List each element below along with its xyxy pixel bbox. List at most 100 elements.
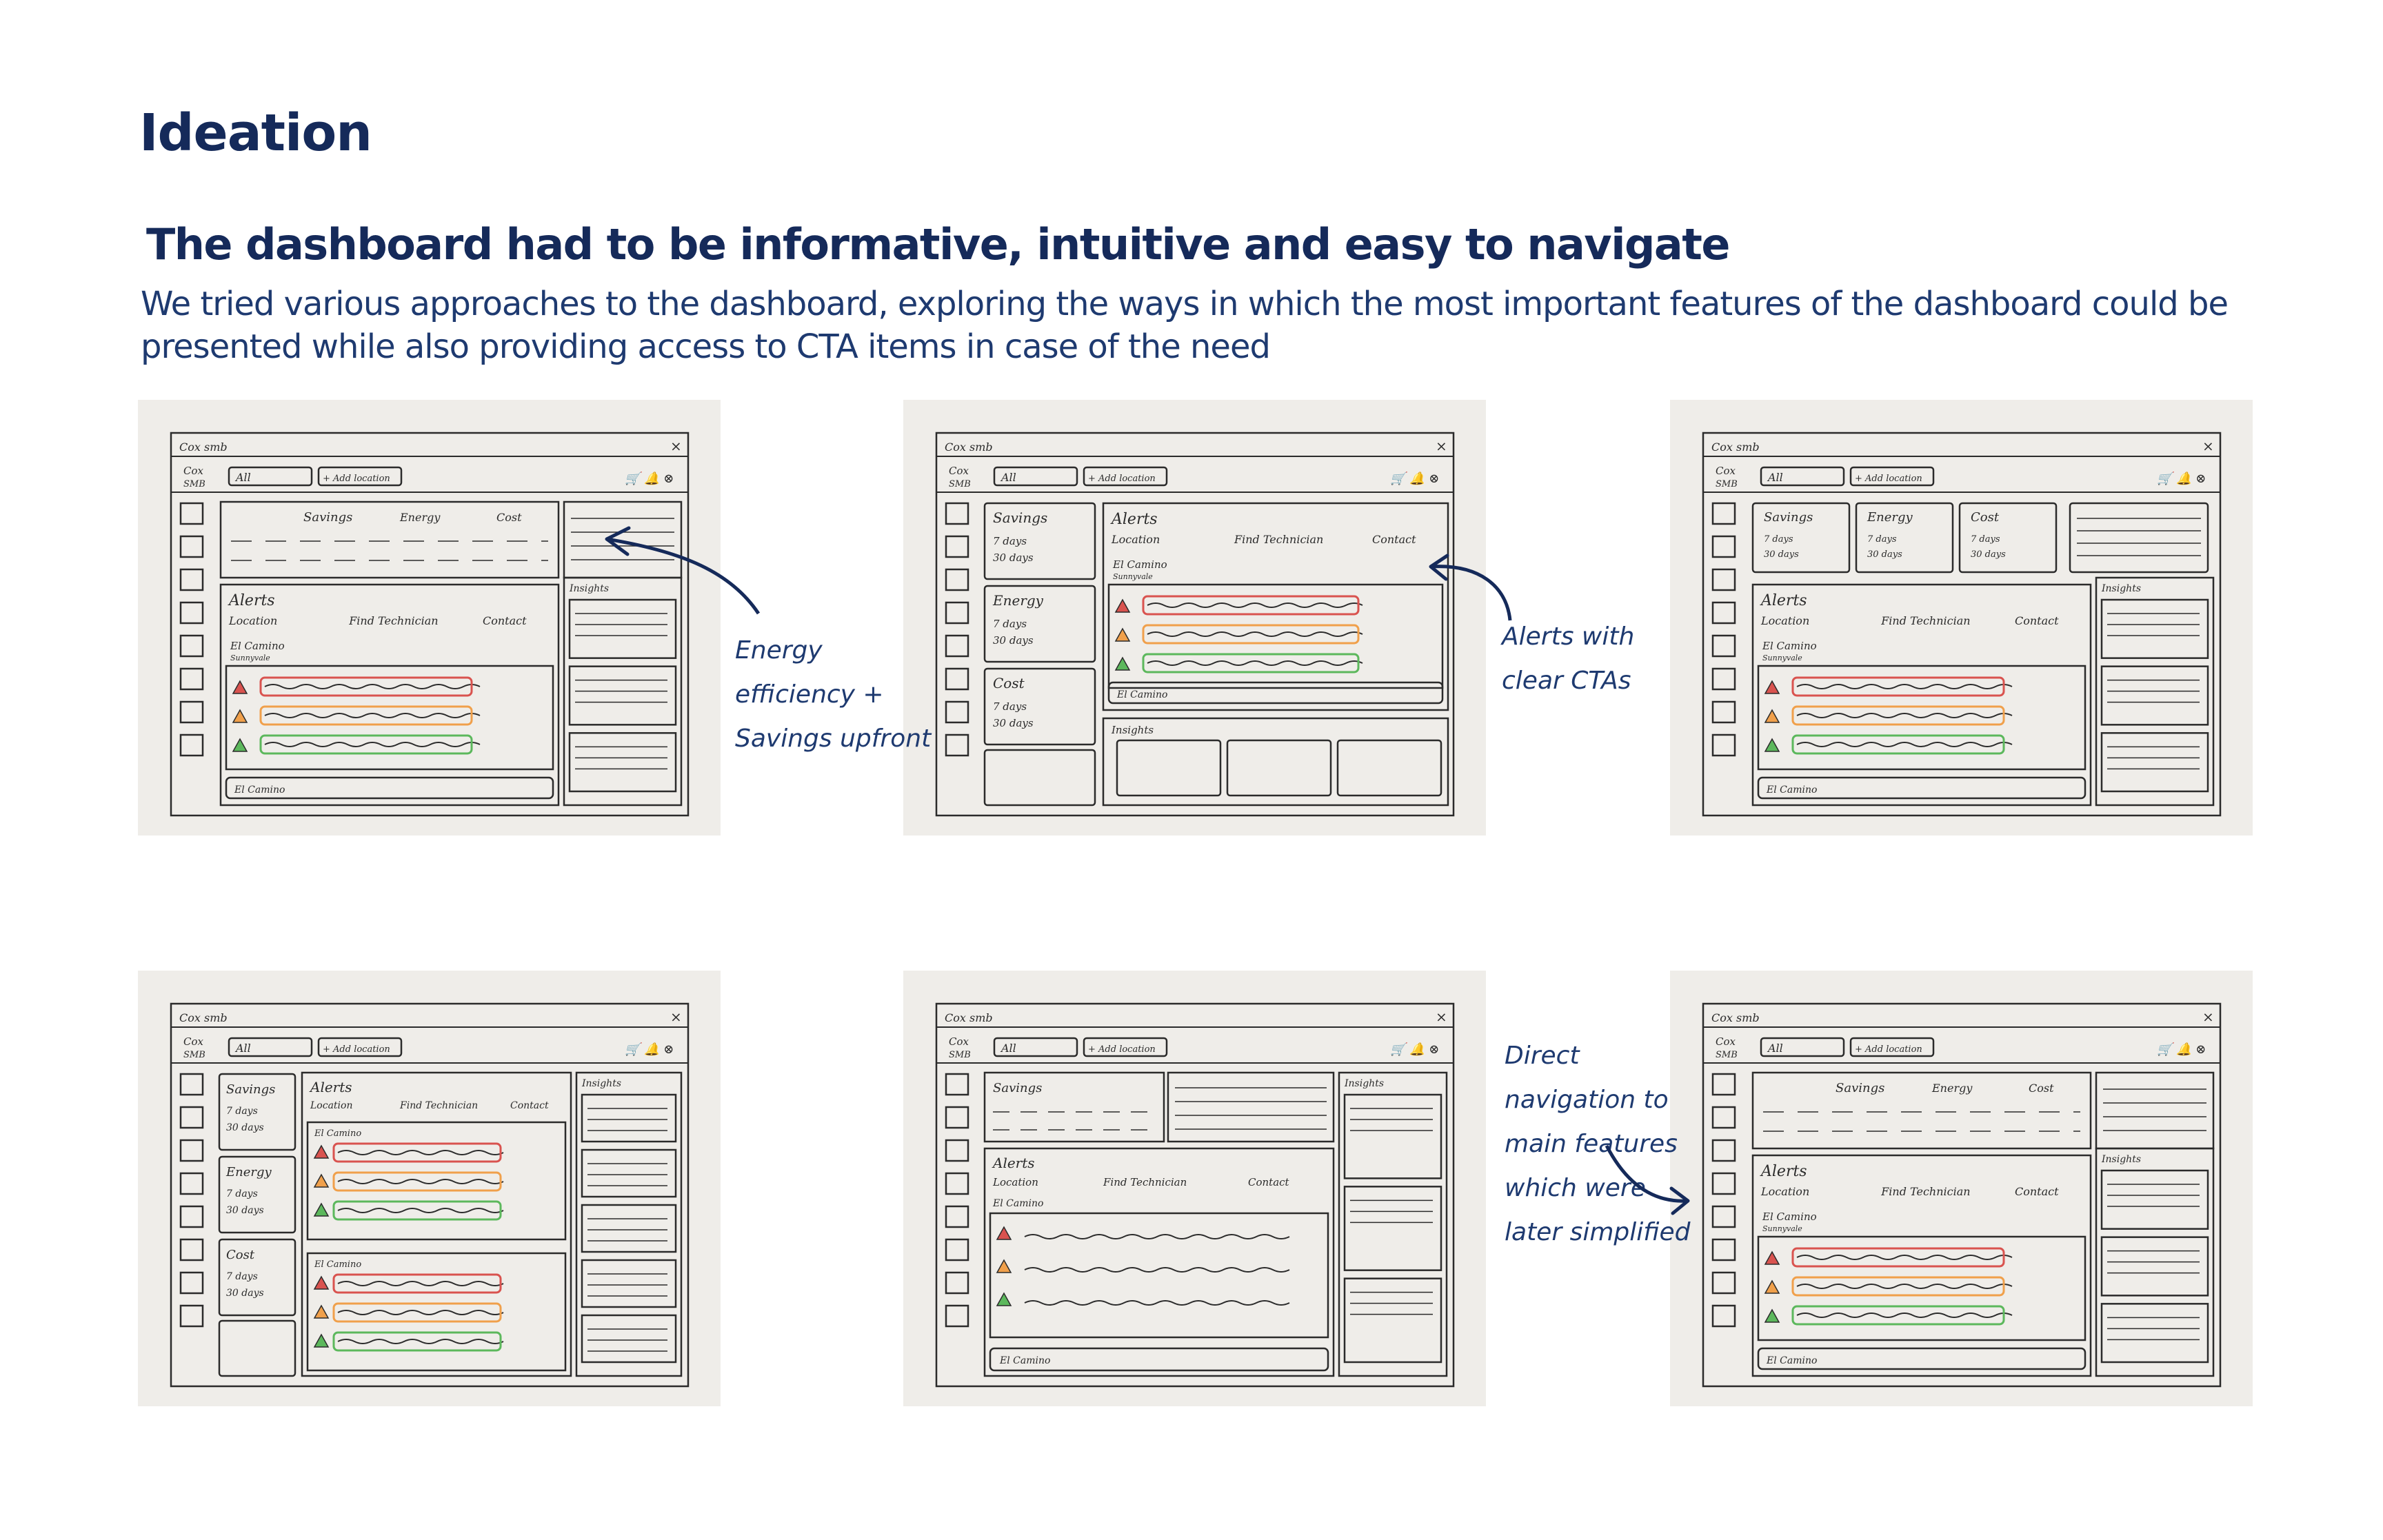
kpi-cost-30d: 30 days <box>1971 549 2006 560</box>
alert-red-icon <box>314 1146 328 1158</box>
alert-green-icon <box>314 1204 328 1216</box>
kpi-savings-30d: 30 days <box>1764 549 1799 560</box>
alert-row-orange-frame <box>334 1173 501 1191</box>
alerts-col-location: Location <box>1111 533 1160 546</box>
alert-site: El Camino <box>1112 558 1167 571</box>
sidebar-nav-item <box>1713 1273 1735 1293</box>
arrow-energy-icon <box>593 510 772 620</box>
sidebar-nav-item <box>946 735 968 756</box>
description-line-2: presented while also providing access to… <box>141 327 1270 366</box>
insights-heading: Insights <box>581 1078 621 1089</box>
close-icon: × <box>1436 438 1447 454</box>
kpi-savings-label: Savings <box>1764 510 1813 525</box>
alert-group <box>990 1213 1328 1337</box>
insights-strip <box>1103 718 1448 805</box>
add-location-label: + Add location <box>1088 1044 1156 1055</box>
alert-red-icon <box>1765 681 1779 693</box>
section-headline: The dashboard had to be informative, int… <box>146 219 1729 270</box>
alert-row-orange-frame <box>1793 1277 2004 1295</box>
kpi-savings-7d: 7 days <box>993 535 1027 547</box>
alerts-col-contact: Contact <box>2015 614 2059 627</box>
insights-heading: Insights <box>2101 1154 2141 1165</box>
sidebar-nav-item <box>1713 1173 1735 1194</box>
browser-tab: Cox smb <box>1711 1011 1760 1024</box>
sidebar-nav-item <box>1713 536 1735 557</box>
alert-row-red-frame <box>334 1144 501 1162</box>
browser-tab: Cox smb <box>945 440 993 454</box>
sidebar-nav-item <box>1713 669 1735 689</box>
sidebar-nav-item <box>181 1239 203 1260</box>
mini-card <box>985 750 1095 805</box>
close-icon: × <box>2202 1009 2214 1025</box>
alerts-col-technician: Find Technician <box>1234 533 1323 546</box>
alert-red-icon <box>233 681 247 693</box>
browser-tab: Cox smb <box>179 440 228 454</box>
kpi-cost-label: Cost <box>1971 510 2000 525</box>
alerts-col-contact: Contact <box>2015 1185 2059 1198</box>
kpi-cost-7d: 7 days <box>1971 534 2000 545</box>
close-icon: × <box>670 1009 682 1025</box>
alert-row-red-frame <box>1793 678 2004 696</box>
alert-row-orange-frame <box>1793 707 2004 725</box>
insight-card <box>1345 1186 1441 1270</box>
sketch-brand-sub: SMB <box>183 479 205 489</box>
alert-row-green-frame <box>1793 1306 2004 1324</box>
alert-row-red <box>1797 1255 2012 1259</box>
sidebar-nav-item <box>1713 503 1735 524</box>
alert-row-red-frame <box>261 678 472 696</box>
alert-row-orange <box>265 713 480 718</box>
add-location-label: + Add location <box>1855 474 1922 484</box>
wireframe-sketch: Cox smb×CoxSMBAll+ Add location🛒 🔔 ⊗Savi… <box>1670 971 2253 1406</box>
sidebar-nav-item <box>181 569 203 590</box>
kpi-cost-30d: 30 days <box>993 717 1034 729</box>
close-icon: × <box>2202 438 2214 454</box>
arrow-navigation-icon <box>1600 1137 1696 1220</box>
kpi-summary <box>2096 1073 2213 1148</box>
insights-heading: Insights <box>2101 583 2141 594</box>
sidebar-nav-item <box>1713 702 1735 722</box>
annotation-energy: Energy efficiency + Savings upfront <box>735 629 931 761</box>
alert-green-icon <box>1765 1310 1779 1322</box>
kpi-cost-label: Cost <box>2029 1082 2054 1095</box>
kpi-summary <box>2070 503 2208 572</box>
sketch-card-5: Cox smb×CoxSMBAll+ Add location🛒 🔔 ⊗Savi… <box>903 971 1486 1406</box>
sidebar-nav-item <box>1713 1206 1735 1227</box>
kpi-energy-30d: 30 days <box>1867 549 1902 560</box>
dropdown-label: All <box>1767 1042 1783 1055</box>
alert-site: El Camino <box>1762 1210 1817 1223</box>
alert-row-green <box>265 742 480 747</box>
alert-green-icon <box>233 739 247 751</box>
alerts-col-contact: Contact <box>1248 1176 1290 1188</box>
alert-row-green <box>1797 1313 2012 1317</box>
add-location-label: + Add location <box>323 1044 390 1055</box>
kpi-savings-label: Savings <box>993 1081 1042 1095</box>
sketch-brand: Cox <box>1716 1035 1736 1048</box>
kpi-savings-30d: 30 days <box>993 551 1034 564</box>
alerts-col-location: Location <box>1760 1185 1809 1198</box>
insight-card <box>2102 1304 2208 1362</box>
kpi-savings-label: Savings <box>993 509 1047 526</box>
alert-green-icon <box>1765 739 1779 751</box>
alerts-heading: Alerts <box>1110 511 1158 528</box>
alert-site-2: El Camino <box>234 784 285 796</box>
alerts-heading: Alerts <box>1760 1163 1807 1180</box>
alert-red-icon <box>1116 600 1129 612</box>
insight-card <box>1117 740 1220 796</box>
sidebar-nav-item <box>181 636 203 656</box>
alert-row-red <box>1147 603 1363 607</box>
sketch-card-2: Cox smb×CoxSMBAll+ Add location🛒 🔔 ⊗Savi… <box>903 400 1486 835</box>
sidebar-nav-item <box>1713 1107 1735 1128</box>
section-description: We tried various approaches to the dashb… <box>141 283 2244 368</box>
alert-orange-icon <box>233 710 247 722</box>
insights-heading: Insights <box>1344 1078 1384 1089</box>
insight-card <box>2102 1237 2208 1296</box>
alert-row-green <box>1025 1301 1289 1305</box>
alert-site-sub: Sunnyvale <box>230 654 270 662</box>
sketch-brand-sub: SMB <box>1716 1050 1738 1060</box>
alert-green-icon <box>1116 658 1129 670</box>
alert-site: El Camino <box>314 1128 361 1139</box>
alert-site: El Camino <box>230 640 285 652</box>
alert-green-icon <box>997 1293 1011 1306</box>
kpi-cost-30d: 30 days <box>226 1288 264 1299</box>
